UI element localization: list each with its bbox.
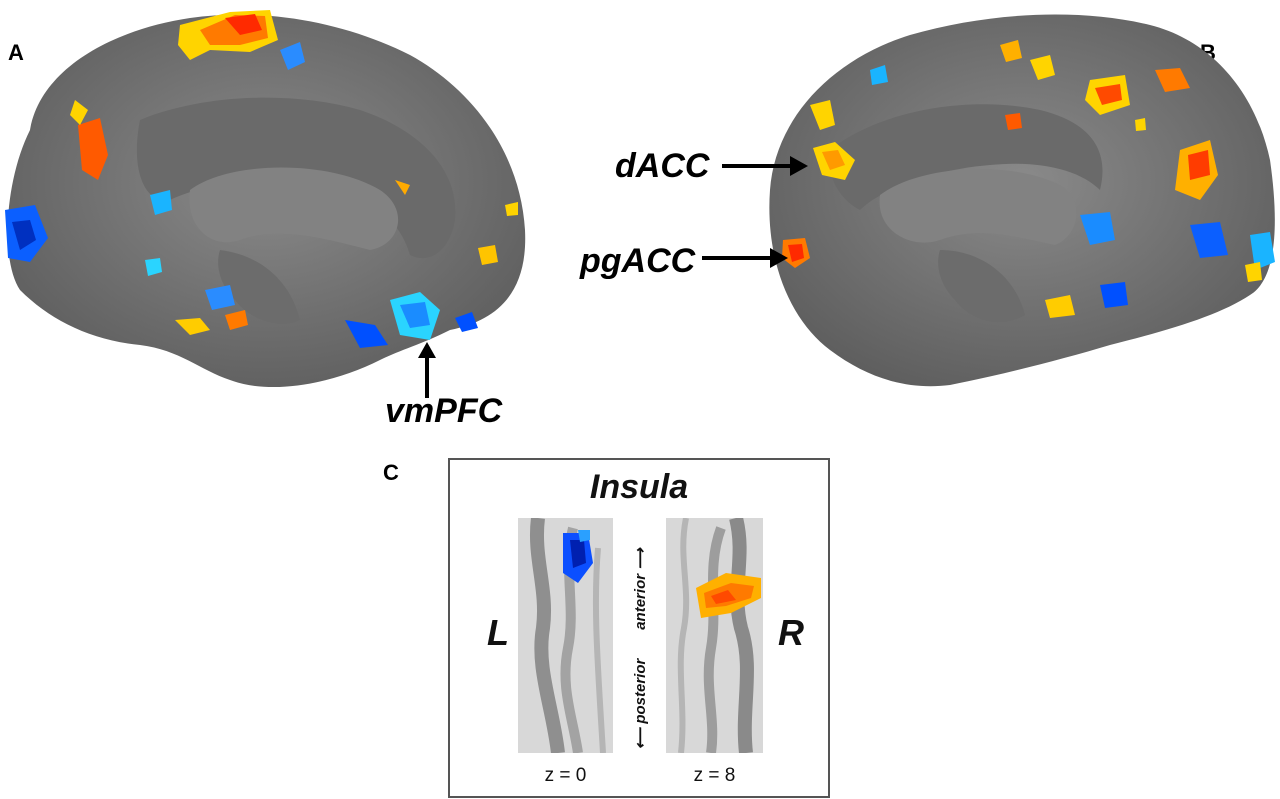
- panel-c-letter: C: [383, 460, 399, 485]
- insula-title: Insula: [589, 468, 689, 506]
- insula-panel-box: [448, 458, 830, 798]
- z-label-right: z = 8: [693, 765, 736, 786]
- insula-slice-right: [666, 518, 763, 753]
- brainstem-region: [218, 250, 300, 324]
- corpus-callosum-b: [879, 168, 1077, 245]
- side-label-right: R: [778, 612, 804, 653]
- panel-a-letter: A: [8, 40, 24, 65]
- brain-left-medial: [5, 10, 526, 388]
- cingulate-groove-b: [829, 104, 1103, 210]
- dacc-label: dACC: [615, 147, 710, 185]
- side-label-left: L: [487, 612, 509, 653]
- corpus-callosum: [189, 167, 399, 250]
- dacc-arrow: [722, 156, 808, 176]
- pgacc-arrow: [702, 248, 788, 268]
- posterior-text: posterior: [632, 658, 649, 724]
- z-label-left: z = 0: [544, 765, 587, 786]
- vmpfc-arrow: [418, 342, 436, 398]
- anterior-arrow-icon: ⟶: [632, 548, 649, 570]
- insula-slice-left: [518, 518, 613, 753]
- vmpfc-label: vmPFC: [385, 392, 503, 430]
- brain-right-medial: [769, 14, 1275, 387]
- anterior-text: anterior: [632, 573, 649, 630]
- brainstem-region-b: [938, 250, 1025, 323]
- activation-blobs-a: [5, 10, 518, 348]
- pgacc-label: pgACC: [580, 242, 696, 280]
- posterior-arrow-icon: ⟵: [632, 727, 649, 750]
- activation-blobs-b: [782, 40, 1275, 318]
